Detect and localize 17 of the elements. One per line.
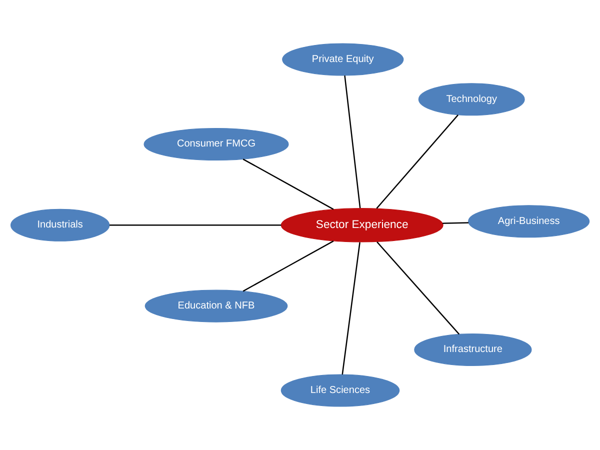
node-ellipse: Industrials [10, 208, 110, 242]
node-ellipse: Education & NFB [144, 290, 288, 322]
connector [242, 240, 334, 292]
node-ellipse: Sector Experience [280, 208, 444, 242]
node-ellipse: Private Equity [282, 43, 404, 76]
connector [342, 242, 360, 375]
node-ellipse: Life Sciences [280, 374, 400, 407]
node-ellipse: Agri-Business [468, 205, 590, 238]
node-ellipse: Technology [418, 83, 525, 116]
connector [242, 158, 334, 210]
connector [376, 242, 460, 335]
connector [344, 75, 361, 208]
node-ellipse: Infrastructure [414, 334, 532, 366]
connector [110, 224, 282, 226]
node-ellipse: Consumer FMCG [144, 128, 289, 161]
connector [442, 222, 469, 224]
connector [376, 114, 458, 209]
